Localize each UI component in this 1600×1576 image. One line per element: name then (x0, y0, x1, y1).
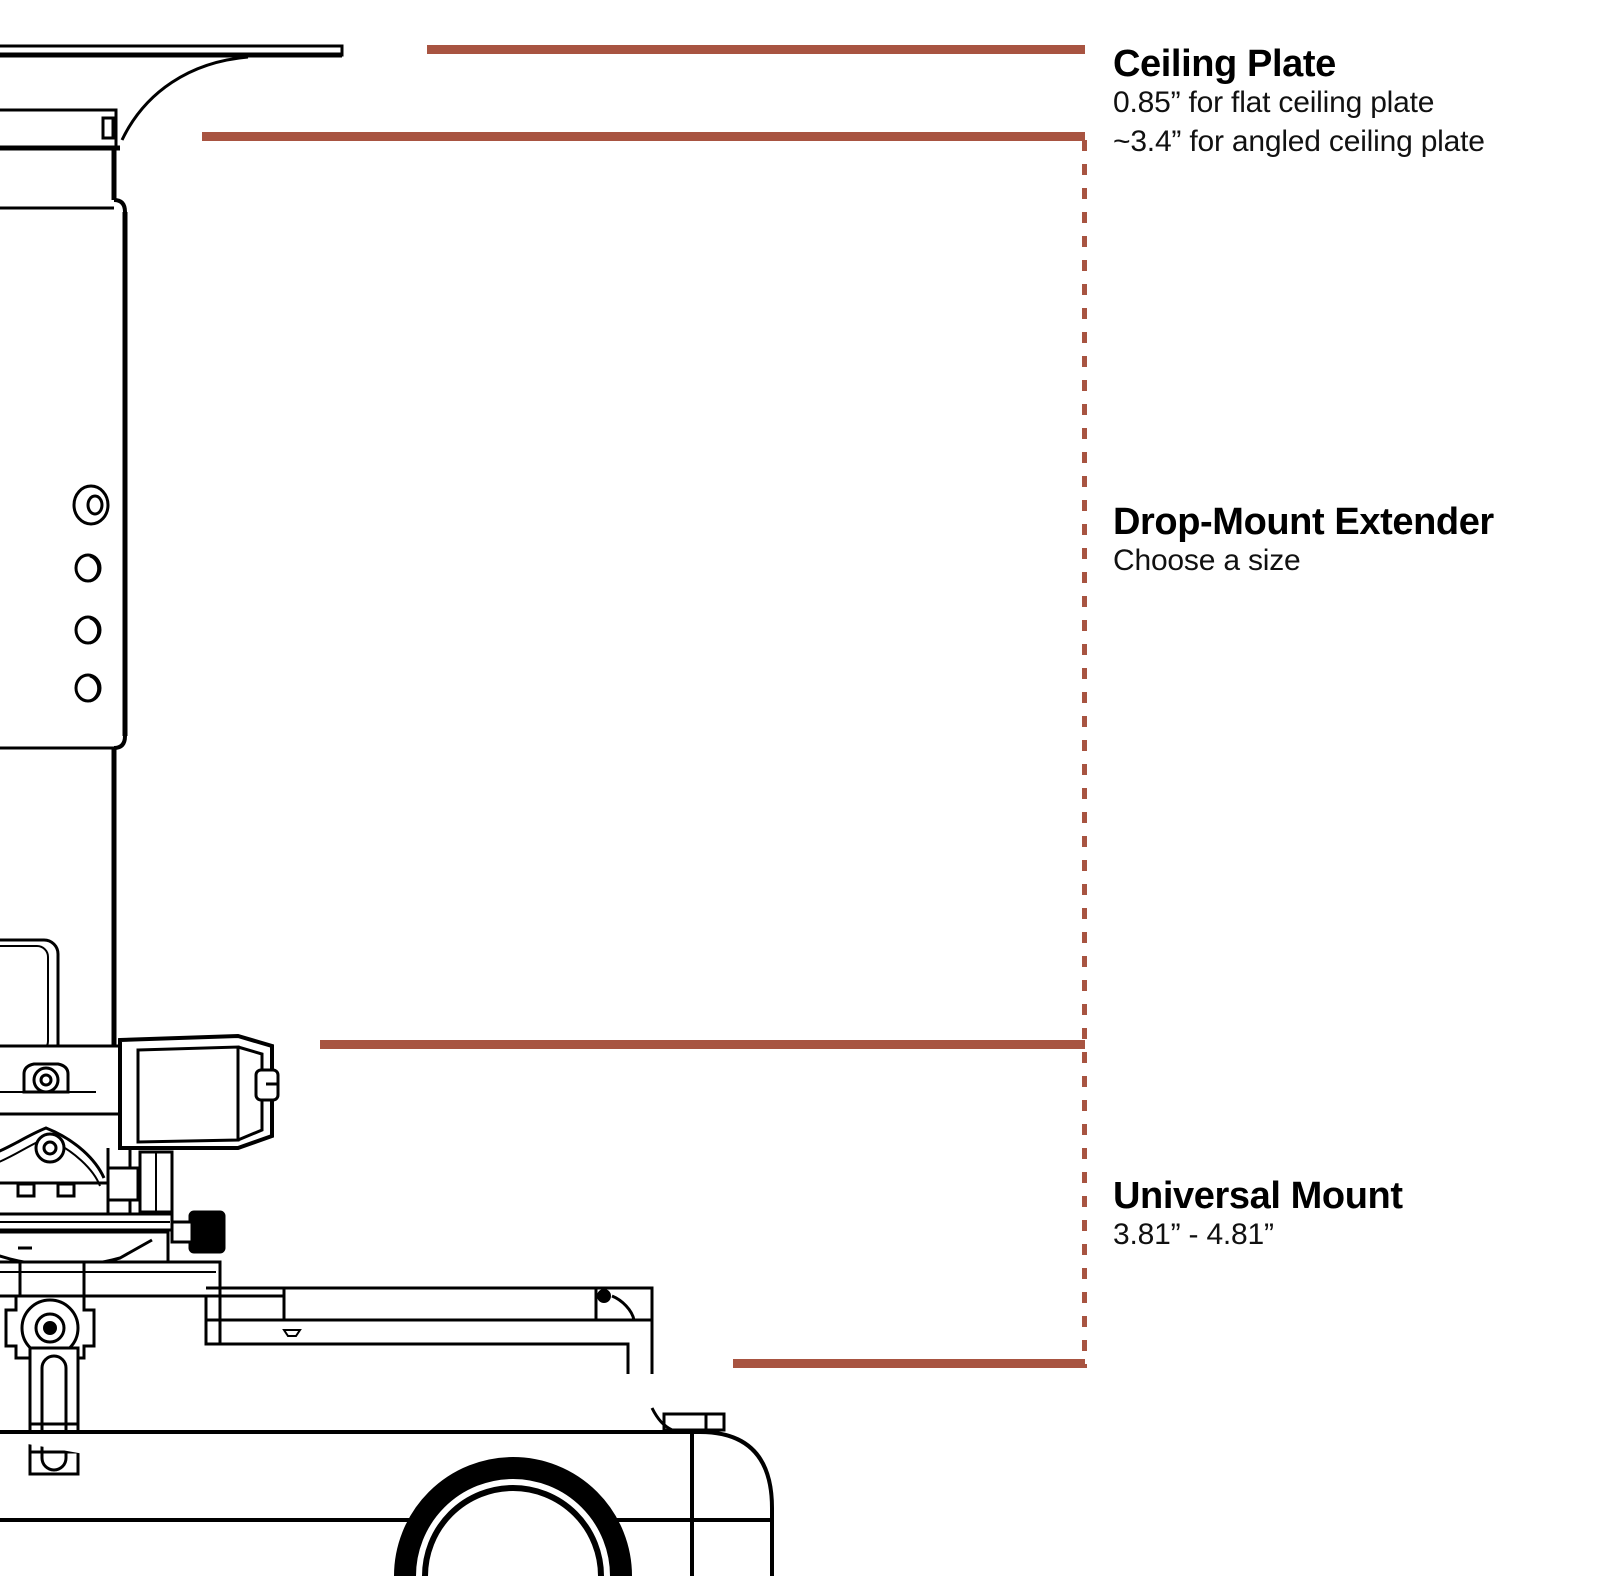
projector-body-part (0, 1407, 774, 1576)
extender-hole (74, 615, 102, 645)
annotation-universal-mount: Universal Mount 3.81” - 4.81” (1113, 1176, 1403, 1255)
measure-rule-ceiling-bottom (202, 132, 1085, 141)
measure-rule-mount-bottom (733, 1359, 1085, 1368)
annotation-ceiling-plate: Ceiling Plate 0.85” for flat ceiling pla… (1113, 44, 1485, 161)
measure-rule-mount-top (320, 1040, 1085, 1049)
annotation-title: Universal Mount (1113, 1175, 1403, 1217)
adjustment-knob (170, 1210, 226, 1254)
extender-hole (72, 484, 110, 526)
annotation-line: 3.81” - 4.81” (1113, 1218, 1274, 1252)
mount-collar-part (0, 108, 120, 151)
ceiling-plate-part (0, 44, 344, 141)
annotation-title: Ceiling Plate (1113, 43, 1336, 85)
dimension-spine-dashed-line (1082, 140, 1087, 1368)
projector-lens (394, 1457, 632, 1576)
universal-mount-part (0, 938, 654, 1476)
extender-hole (74, 553, 102, 583)
annotation-line: Choose a size (1113, 544, 1301, 578)
annotation-line: 0.85” for flat ceiling plate (1113, 86, 1435, 120)
annotation-line: ~3.4” for angled ceiling plate (1113, 124, 1485, 158)
extender-hole (74, 673, 102, 703)
drop-mount-extender-part (0, 148, 128, 1045)
annotation-title: Drop-Mount Extender (1113, 501, 1494, 543)
measure-rule-ceiling-top (427, 45, 1085, 54)
annotation-drop-mount-extender: Drop-Mount Extender Choose a size (1113, 502, 1494, 581)
